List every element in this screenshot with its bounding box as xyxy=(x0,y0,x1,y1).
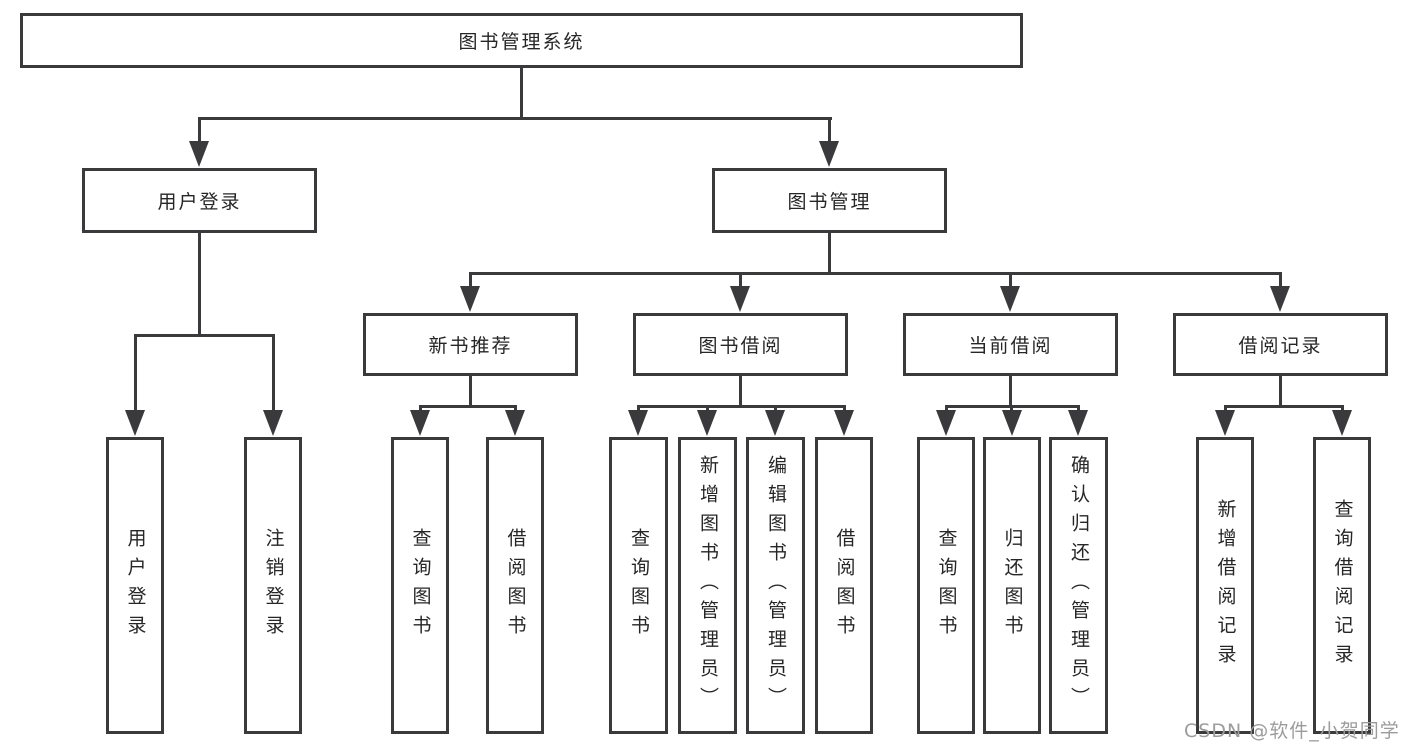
node-book-management: 图书管理 xyxy=(712,168,947,233)
connector xyxy=(134,334,137,414)
connector xyxy=(843,405,846,413)
leaf-borrow-books-recommend: 借阅图书 xyxy=(486,437,544,734)
connector xyxy=(1224,405,1227,413)
arrowhead-down xyxy=(765,410,785,436)
node-new-book-recommend: 新书推荐 xyxy=(363,313,578,376)
connector xyxy=(1009,376,1012,408)
leaf-query-books-recommend: 查询图书 xyxy=(391,437,449,734)
arrowhead-down xyxy=(410,410,430,436)
arrowhead-down xyxy=(189,141,209,167)
connector xyxy=(1279,272,1282,290)
connector xyxy=(469,376,472,408)
connector xyxy=(739,376,742,408)
leaf-query-books-borrowing: 查询图书 xyxy=(609,437,668,734)
node-current-borrowing: 当前借阅 xyxy=(903,313,1118,376)
arrowhead-down xyxy=(1215,410,1235,436)
arrowhead-down xyxy=(1000,286,1020,312)
node-user-login: 用户登录 xyxy=(82,168,317,233)
connector xyxy=(739,272,742,290)
leaf-query-books-current: 查询图书 xyxy=(917,437,975,734)
connector xyxy=(637,405,640,413)
csdn-watermark: CSDN @软件_小贺同学 xyxy=(1184,720,1400,742)
arrowhead-down xyxy=(936,410,956,436)
connector xyxy=(514,405,517,413)
arrowhead-down xyxy=(730,286,750,312)
node-borrow-records: 借阅记录 xyxy=(1173,313,1388,376)
connector xyxy=(469,272,1282,275)
arrowhead-down xyxy=(460,286,480,312)
arrowhead-down xyxy=(263,410,283,436)
connector xyxy=(1010,405,1013,413)
leaf-borrow-books-borrowing: 借阅图书 xyxy=(815,437,873,734)
connector xyxy=(134,334,275,337)
connector xyxy=(1341,405,1344,413)
leaf-add-book-admin: 新增图书（管理员） xyxy=(678,437,737,734)
leaf-edit-book-admin: 编辑图书（管理员） xyxy=(746,437,805,734)
connector xyxy=(272,334,275,414)
arrowhead-down xyxy=(1002,410,1022,436)
connector xyxy=(198,117,201,145)
arrowhead-down xyxy=(697,410,717,436)
connector xyxy=(706,405,709,413)
arrowhead-down xyxy=(819,141,839,167)
connector xyxy=(637,405,846,408)
leaf-user-login: 用户登录 xyxy=(106,437,164,734)
connector xyxy=(1224,405,1344,408)
arrowhead-down xyxy=(834,410,854,436)
connector xyxy=(198,233,201,337)
leaf-confirm-return-admin: 确认归还（管理员） xyxy=(1049,437,1108,734)
connector xyxy=(1077,405,1080,413)
leaf-logout: 注销登录 xyxy=(244,437,302,734)
connector xyxy=(774,405,777,413)
connector xyxy=(469,272,472,290)
leaf-query-borrow-record: 查询借阅记录 xyxy=(1313,437,1371,734)
arrowhead-down xyxy=(1068,410,1088,436)
connector xyxy=(828,233,831,275)
arrowhead-down xyxy=(628,410,648,436)
connector xyxy=(828,117,831,145)
arrowhead-down xyxy=(505,410,525,436)
node-root: 图书管理系统 xyxy=(20,13,1023,68)
connector xyxy=(1279,376,1282,408)
arrowhead-down xyxy=(1270,286,1290,312)
leaf-add-borrow-record: 新增借阅记录 xyxy=(1196,437,1254,734)
connector xyxy=(419,405,517,408)
arrowhead-down xyxy=(1332,410,1352,436)
connector xyxy=(520,68,523,120)
connector xyxy=(198,117,832,120)
arrowhead-down xyxy=(125,410,145,436)
leaf-return-books: 归还图书 xyxy=(983,437,1041,734)
node-book-borrowing: 图书借阅 xyxy=(633,313,848,376)
connector xyxy=(419,405,422,413)
connector xyxy=(945,405,948,413)
connector xyxy=(1009,272,1012,290)
